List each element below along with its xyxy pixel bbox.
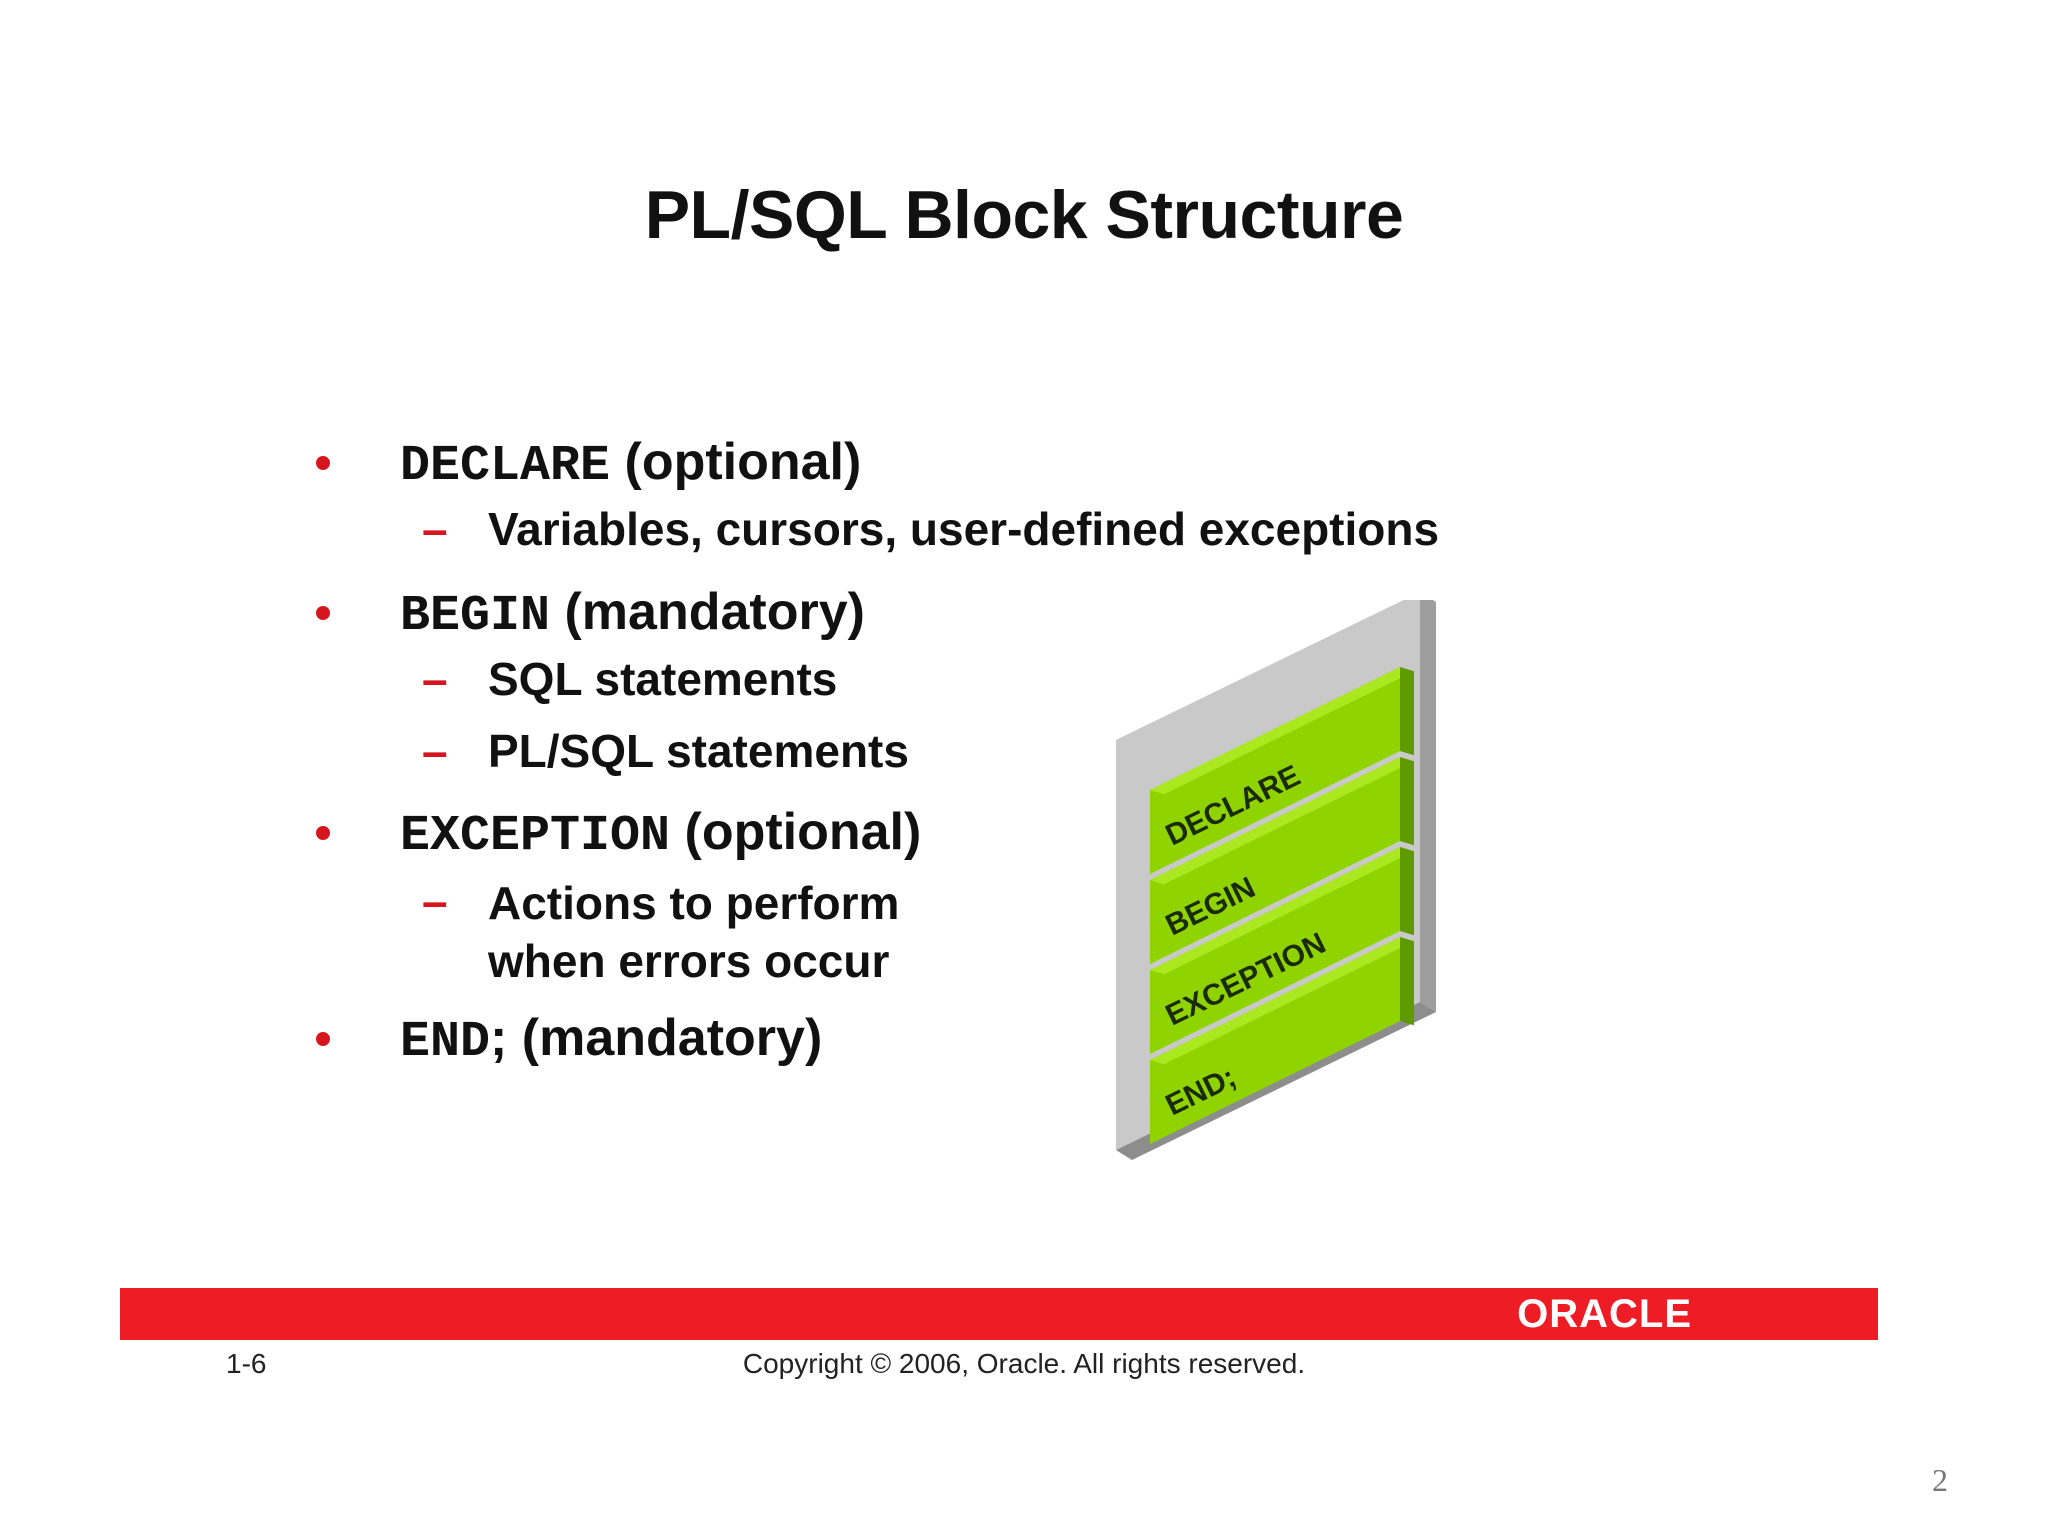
block-side — [1400, 667, 1414, 756]
bullet-text: EXCEPTION (optional) — [400, 802, 921, 865]
oracle-logo: ORACLE — [1517, 1292, 1692, 1336]
block-side — [1400, 757, 1414, 846]
bullet-marker — [316, 606, 330, 620]
dash-marker: – — [422, 875, 448, 927]
keyword-exception: EXCEPTION — [400, 808, 671, 865]
subitem-text: SQL statements — [488, 653, 838, 705]
bullet-marker — [316, 826, 330, 840]
block-face — [1150, 937, 1400, 1144]
bullet-marker — [316, 1032, 330, 1046]
dash-marker: – — [422, 725, 448, 777]
block-structure-diagram: DECLARE...BEGIN...EXCEPTION...END; — [1116, 600, 1436, 1160]
slide-number: 2 — [1932, 1462, 1948, 1498]
keyword-declare: DECLARE — [400, 438, 611, 495]
block-top — [1150, 937, 1414, 1065]
block-side — [1400, 847, 1414, 936]
dash-marker: – — [422, 653, 448, 705]
copyright-text: Copyright © 2006, Oracle. All rights res… — [742, 1348, 1306, 1379]
block-top — [1150, 847, 1414, 975]
subitem-text: Variables, cursors, user-defined excepti… — [488, 503, 1440, 555]
bullet-marker — [316, 456, 330, 470]
note-optional: (optional) — [624, 433, 862, 491]
note-mandatory: (mandatory) — [521, 1009, 823, 1067]
keyword-end: END — [400, 1014, 491, 1071]
subitem-line-2: when errors occur — [488, 935, 890, 987]
slide-title: PL/SQL Block Structure — [644, 177, 1404, 253]
dash-marker: – — [422, 503, 448, 555]
blocks-group: DECLARE...BEGIN...EXCEPTION...END; — [1150, 667, 1414, 1144]
subitem-text: PL/SQL statements — [488, 725, 909, 777]
block-top — [1150, 667, 1414, 795]
bullet-text: BEGIN (mandatory) — [400, 582, 865, 645]
block-declare: DECLARE... — [1150, 667, 1414, 874]
keyword-begin: BEGIN — [400, 588, 551, 645]
keyword-end-punct: ; — [490, 1009, 508, 1067]
note-optional: (optional) — [684, 803, 922, 861]
footer-bar: ORACLE — [120, 1288, 1878, 1340]
block-face — [1150, 667, 1400, 874]
page-code: 1-6 — [226, 1348, 267, 1379]
subitem-line-1: Actions to perform — [488, 877, 900, 929]
block-side — [1400, 937, 1414, 1026]
block-end: END; — [1150, 937, 1414, 1144]
block-face — [1150, 757, 1400, 964]
panel-side — [1420, 600, 1436, 1012]
note-mandatory: (mandatory) — [564, 583, 865, 641]
bullet-text: END; (mandatory) — [400, 1008, 822, 1071]
block-top — [1150, 757, 1414, 885]
block-face — [1150, 847, 1400, 1054]
subitem-text: Actions to perform when errors occur — [488, 874, 968, 990]
bullet-text: DECLARE (optional) — [400, 432, 861, 495]
